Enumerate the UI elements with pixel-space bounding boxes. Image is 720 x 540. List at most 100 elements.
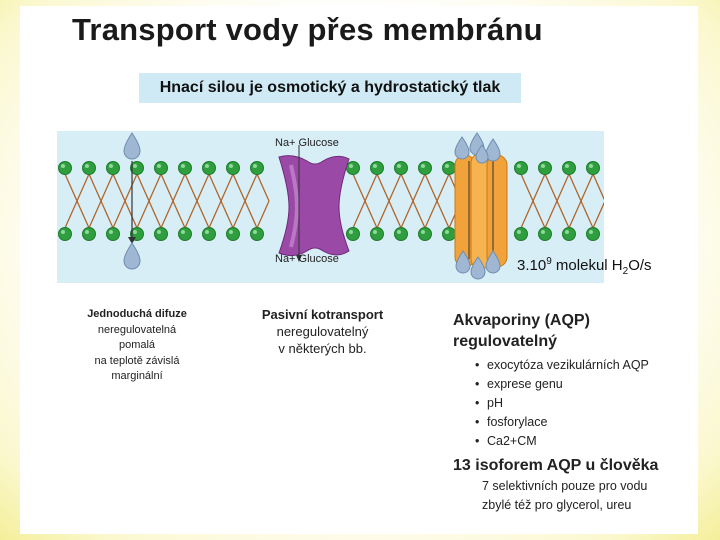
lipid-head-highlight: [445, 230, 449, 234]
lipid-tail: [532, 173, 546, 202]
regulation-item: •exocytóza vezikulárních AQP: [475, 358, 649, 372]
cotransport-arrowhead: [296, 255, 302, 262]
lipid-tail: [352, 200, 366, 229]
lipid-tail: [436, 200, 450, 229]
lipid-tail: [100, 173, 114, 202]
lipid-tail: [148, 200, 162, 229]
simple-diffusion-line: marginální: [111, 370, 163, 382]
lipid-head-highlight: [253, 164, 257, 168]
lipid-tail: [160, 173, 174, 202]
lipid-head: [418, 227, 432, 241]
lipid-head-highlight: [517, 230, 521, 234]
lipid-head-highlight: [181, 164, 185, 168]
lipid-tail: [124, 173, 138, 202]
cotransport-label-top: Na+ Glucose: [275, 137, 339, 149]
lipid-tail: [580, 200, 594, 229]
lipid-head: [370, 227, 384, 241]
lipid-head-highlight: [397, 164, 401, 168]
aquaporin-column: Akvaporiny (AQP) regulovatelný •exocytóz…: [453, 310, 703, 515]
regulation-item: •fosforylace: [475, 415, 548, 429]
water-molecule-icon: [454, 136, 470, 160]
diffusion-arrowhead: [128, 237, 136, 244]
lipid-head-highlight: [349, 230, 353, 234]
regulation-item: •Ca2+CM: [475, 434, 537, 448]
lipid-tail: [208, 173, 222, 202]
lipid-tail: [232, 173, 246, 202]
lipid-head: [226, 227, 240, 241]
lipid-tail: [388, 173, 402, 202]
water-molecule-icon: [123, 242, 141, 270]
lipid-tail: [124, 200, 138, 229]
lipid-tail: [244, 173, 258, 202]
lipid-tail: [412, 200, 426, 229]
lipid-head: [538, 227, 552, 241]
lipid-head-highlight: [205, 230, 209, 234]
aquaporin-channel-right: [486, 154, 508, 268]
lipid-tail: [556, 173, 570, 202]
lipid-tail: [256, 173, 270, 202]
isoform-line: zbylé též pro glycerol, ureu: [482, 498, 632, 512]
lipid-head: [226, 161, 240, 175]
lipid-head-highlight: [373, 164, 377, 168]
lipid-head-highlight: [541, 230, 545, 234]
lipid-head: [82, 161, 96, 175]
lipid-head-highlight: [133, 164, 137, 168]
lipid-head-highlight: [589, 164, 593, 168]
lipid-head: [586, 161, 600, 175]
lipid-head: [202, 227, 216, 241]
lipid-head: [106, 227, 120, 241]
lipid-head: [538, 161, 552, 175]
lipid-tail: [580, 173, 594, 202]
cotransporter-highlight: [289, 164, 300, 248]
lipid-head-highlight: [85, 164, 89, 168]
lipid-tail: [208, 200, 222, 229]
lipid-tail: [172, 173, 186, 202]
lipid-head-highlight: [61, 230, 65, 234]
lipid-head-highlight: [445, 164, 449, 168]
lipid-head: [154, 161, 168, 175]
lipid-tail: [352, 173, 366, 202]
aquaporin-rate: 3.109 molekul H2O/s: [517, 256, 652, 277]
isoform-heading: 13 isoforem AQP u člověka: [453, 457, 659, 474]
lipid-head-highlight: [421, 164, 425, 168]
lipid-tail: [220, 173, 234, 202]
lipid-head: [250, 161, 264, 175]
lipid-tail: [76, 173, 90, 202]
lipid-head: [514, 161, 528, 175]
lipid-head: [442, 161, 456, 175]
lipid-tail: [520, 200, 534, 229]
lipid-tail: [568, 173, 582, 202]
simple-diffusion-heading: Jednoduchá difuze: [87, 308, 187, 320]
lipid-head: [178, 161, 192, 175]
lipid-head: [58, 227, 72, 241]
cotransporter-protein: [278, 155, 350, 257]
lipid-tail: [148, 173, 162, 202]
water-molecule-icon: [470, 256, 486, 280]
passive-cotransport-heading: Pasivní kotransport: [261, 307, 384, 322]
lipid-tail: [64, 173, 78, 202]
lipid-head: [202, 161, 216, 175]
lipid-head-highlight: [565, 164, 569, 168]
lipid-head-highlight: [373, 230, 377, 234]
lipid-tail: [424, 173, 438, 202]
lipid-tail: [592, 173, 604, 201]
lipid-head-highlight: [565, 230, 569, 234]
lipid-head: [442, 227, 456, 241]
passive-cotransport-column: Pasivní kotransport neregulovatelný v ně…: [250, 306, 395, 357]
membrane-diagram: [57, 131, 604, 283]
lipid-head: [154, 227, 168, 241]
lipid-tail: [256, 200, 270, 229]
lipid-head-highlight: [517, 164, 521, 168]
lipid-head: [346, 227, 360, 241]
lipid-tail: [184, 173, 198, 202]
lipid-head-highlight: [253, 230, 257, 234]
lipid-tail: [76, 200, 90, 229]
lipid-tail: [160, 200, 174, 229]
passive-cotransport-line: neregulovatelný: [276, 324, 369, 339]
lipid-tail: [412, 173, 426, 202]
lipid-head: [58, 161, 72, 175]
lipid-tail: [400, 200, 414, 229]
lipid-head-highlight: [157, 164, 161, 168]
lipid-tail: [196, 173, 210, 202]
lipid-head-highlight: [157, 230, 161, 234]
